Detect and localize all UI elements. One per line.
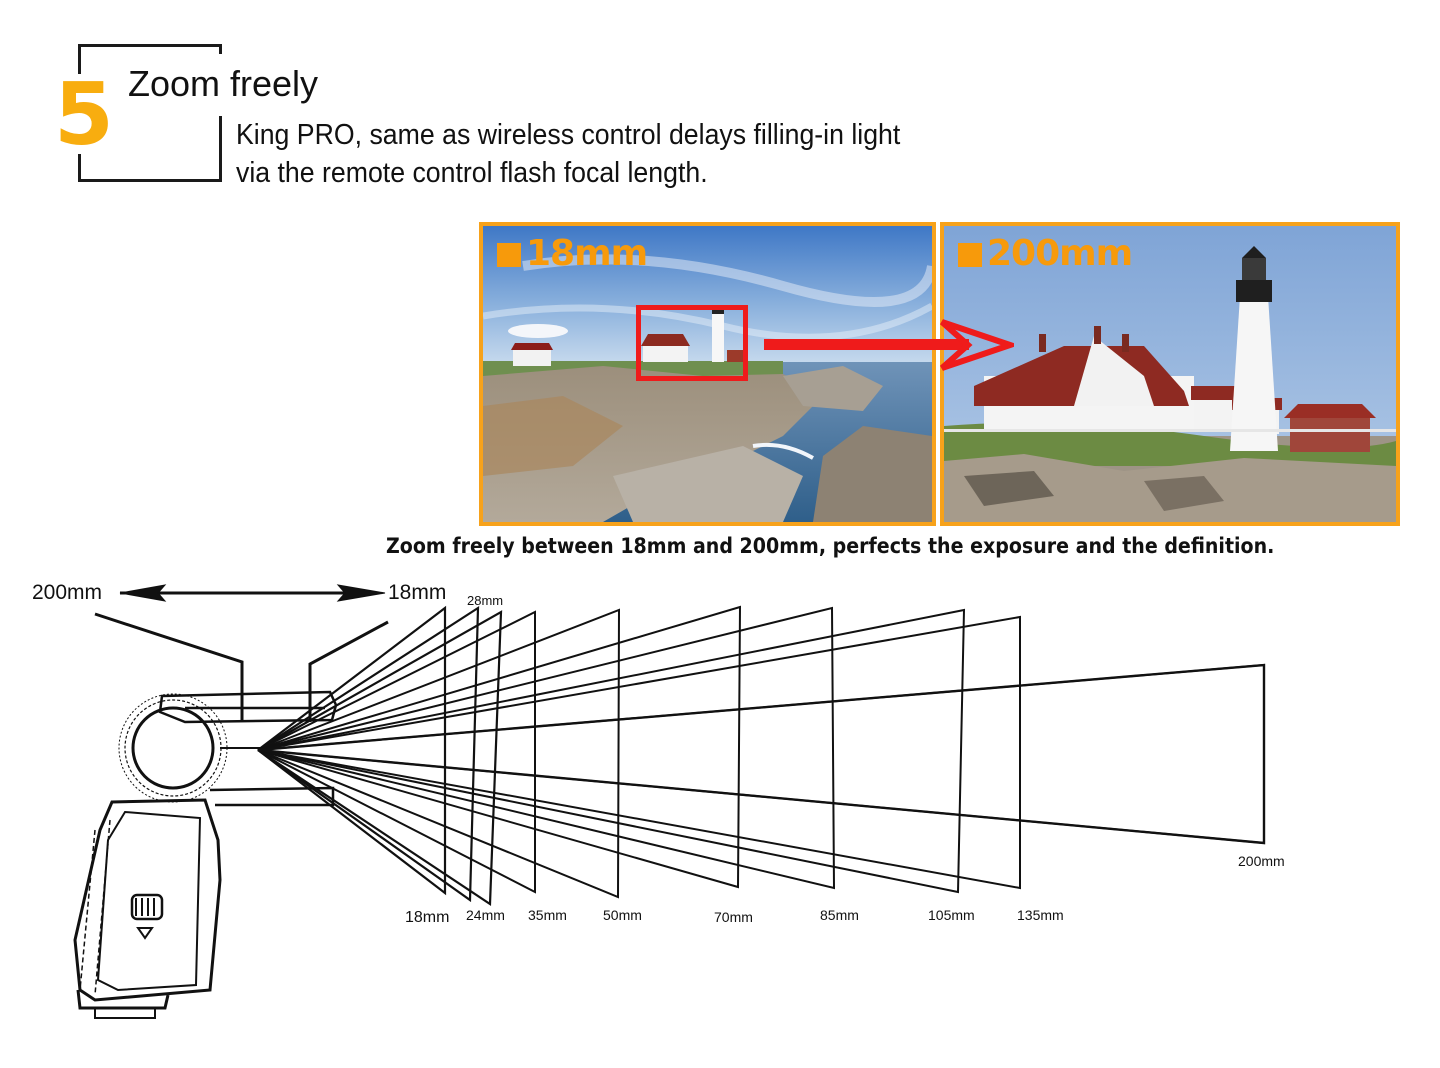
beam-label-24mm: 24mm <box>466 907 505 923</box>
section-title: Zoom freely <box>128 63 319 104</box>
section-description: King PRO, same as wireless control delay… <box>236 116 900 192</box>
orange-square-icon <box>958 243 982 267</box>
lighthouse-tele-scene <box>944 226 1396 522</box>
beam-label-70mm: 70mm <box>714 909 753 925</box>
beam-cone <box>257 605 480 903</box>
beam-cone <box>257 615 1021 890</box>
focal-length-label: 18mm <box>526 233 648 274</box>
beam-label-35mm: 35mm <box>528 907 567 923</box>
zoom-range-arrow <box>119 584 386 602</box>
beam-label-105mm: 105mm <box>928 907 975 923</box>
focal-length-label: 200mm <box>987 233 1133 274</box>
photo-label-200mm: 200mm <box>958 233 1133 274</box>
description-line-2: via the remote control flash focal lengt… <box>236 157 708 189</box>
section-bracket-frame <box>78 44 222 182</box>
beam-labels: 18mm 24mm 35mm 50mm 70mm 85mm 105mm 135mm 200mm <box>405 853 1285 926</box>
description-line-1: King PRO, same as wireless control delay… <box>236 119 901 151</box>
beam-cone <box>257 608 966 894</box>
range-left-label: 200mm <box>32 581 102 604</box>
photo-200mm-tele: 200mm <box>940 222 1400 526</box>
beam-cone <box>257 610 503 907</box>
beam-label-28mm: 28mm <box>467 593 503 608</box>
zoom-region-highlight <box>636 305 748 381</box>
photo-18mm-wide: 18mm <box>479 222 936 526</box>
flash-zoom-beam-diagram: 200mm 18mm 28mm 18mm 24mm 35mm 50mm 70mm 85mm… <box>32 581 1285 1019</box>
beam-cone <box>257 606 836 890</box>
comparison-caption: Zoom freely between 18mm and 200mm, perf… <box>386 534 1275 558</box>
beam-cone <box>257 608 621 899</box>
beam-cone <box>257 605 447 896</box>
flash-unit-drawing <box>73 690 338 1019</box>
lighthouse-wide-scene <box>483 226 932 522</box>
beam-cone <box>257 605 742 889</box>
beam-label-85mm: 85mm <box>820 907 859 923</box>
range-right-label: 18mm <box>388 581 446 604</box>
red-right-arrow-icon <box>764 319 1014 371</box>
beam-label-50mm: 50mm <box>603 907 642 923</box>
beam-label-18mm: 18mm <box>405 909 449 926</box>
beam-cone <box>257 610 536 894</box>
zoom-head-leader-lines <box>94 612 389 722</box>
photo-label-18mm: 18mm <box>497 233 648 274</box>
orange-square-icon <box>497 243 521 267</box>
beam-cones <box>257 605 1266 907</box>
beam-cone-200mm <box>257 663 1266 845</box>
step-number: 5 <box>54 65 114 165</box>
beam-label-200mm: 200mm <box>1238 853 1285 869</box>
beam-label-135mm: 135mm <box>1017 907 1064 923</box>
